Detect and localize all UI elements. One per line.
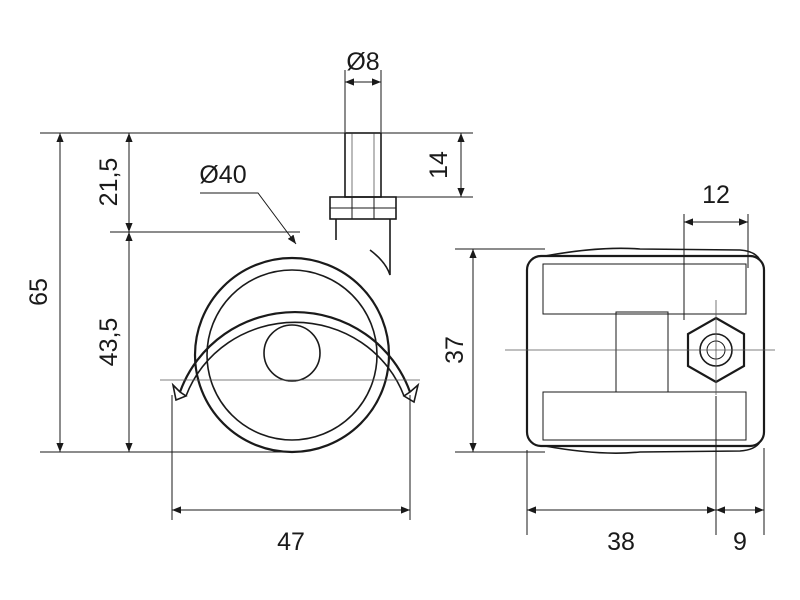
wheel-hub — [263, 324, 321, 382]
label-wheel-width: 47 — [277, 528, 305, 556]
stem-pin — [344, 132, 382, 198]
label-stem-offset: 12 — [702, 181, 730, 209]
stem-neck — [335, 219, 391, 276]
label-side-width: 38 — [607, 528, 635, 556]
dimension-lines — [40, 70, 765, 535]
label-stem-thread-length: 14 — [425, 151, 453, 179]
label-shaft-diameter: Ø8 — [346, 48, 379, 76]
label-total-height: 65 — [25, 278, 53, 306]
label-stem-height: 21,5 — [95, 158, 123, 207]
label-side-extra: 9 — [733, 528, 747, 556]
side-body — [525, 254, 766, 448]
side-view — [505, 247, 775, 454]
label-side-height: 37 — [441, 336, 469, 364]
label-wheel-diameter: Ø40 — [199, 161, 246, 189]
wheel-outer — [193, 256, 391, 454]
dimension-labels: Ø8 Ø40 65 21,5 43,5 14 47 37 12 38 9 — [25, 48, 747, 556]
label-wheel-height: 43,5 — [95, 318, 123, 367]
wheel-inner — [206, 269, 378, 441]
